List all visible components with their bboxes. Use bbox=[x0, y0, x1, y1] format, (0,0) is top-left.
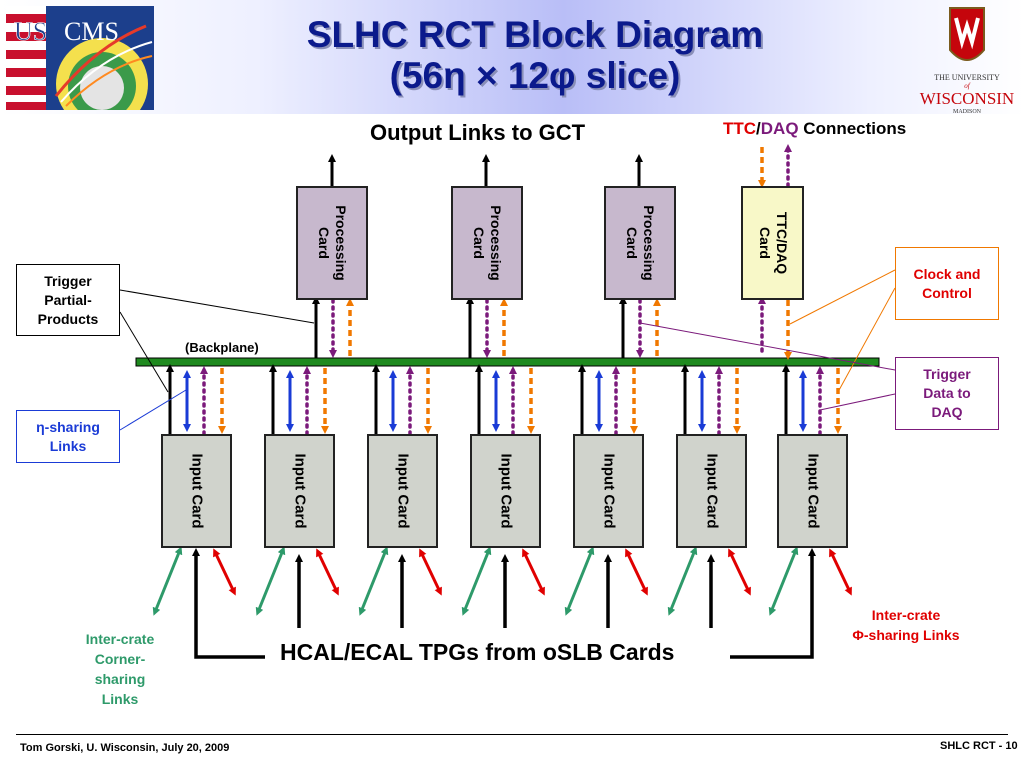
ttc-daq-card-line2: Card bbox=[756, 227, 773, 259]
eta-sharing-leader bbox=[119, 389, 187, 431]
inter-crate-phi-label: Inter-crate Φ-sharing Links bbox=[838, 605, 974, 645]
callout-line: Links bbox=[49, 437, 87, 454]
svg-text:THE UNIVERSITY: THE UNIVERSITY bbox=[934, 73, 1000, 82]
page-number: 10 bbox=[1005, 740, 1018, 752]
input-card-links-5 bbox=[578, 364, 638, 436]
callout-line: Clock and bbox=[913, 265, 981, 282]
uscms-logo: US CMS bbox=[6, 6, 154, 110]
input-card-label: Input Card bbox=[600, 453, 617, 529]
processing-card-line2: Card bbox=[471, 227, 487, 259]
daq-leader bbox=[639, 322, 896, 371]
label-line: Inter-crate bbox=[871, 607, 941, 623]
footer-divider bbox=[16, 734, 1008, 735]
label-line: sharing bbox=[94, 671, 146, 687]
partial-products-leader bbox=[119, 289, 315, 324]
processing-card-line2: Card bbox=[316, 227, 332, 259]
header-band bbox=[0, 0, 1024, 114]
input-card-label: Input Card bbox=[703, 453, 720, 529]
input-card-4: Input Card bbox=[470, 434, 541, 548]
proc-card-links-3 bbox=[619, 296, 661, 358]
footer-author: Tom Gorski, U. Wisconsin, July 20, 2009 bbox=[20, 742, 230, 754]
slash-label: / bbox=[756, 119, 761, 138]
input-card-links-3 bbox=[372, 364, 432, 436]
input-card-label: Input Card bbox=[394, 453, 411, 529]
clock-control-leader bbox=[789, 269, 896, 325]
label-line: Links bbox=[101, 691, 139, 707]
daq-label: DAQ bbox=[760, 119, 799, 138]
label-line: Corner- bbox=[94, 651, 146, 667]
title-line-1: SLHC RCT Block Diagram bbox=[306, 14, 764, 55]
svg-text:WISCONSIN: WISCONSIN bbox=[920, 89, 1014, 108]
input-card-6: Input Card bbox=[676, 434, 747, 548]
ttc-daq-card-label: TTC/DAQ Card bbox=[756, 212, 790, 274]
svg-text:US: US bbox=[14, 17, 47, 46]
connections-label: Connections bbox=[798, 119, 907, 138]
ttc-daq-card-line1: TTC/DAQ bbox=[773, 211, 790, 275]
input-card-label: Input Card bbox=[188, 453, 205, 529]
clock-control-callout: Clock and Control bbox=[895, 247, 999, 320]
proc-card-links-1 bbox=[312, 296, 354, 358]
ttc-card-links bbox=[758, 296, 792, 360]
callout-line: Partial- bbox=[44, 291, 92, 308]
svg-text:MADISON: MADISON bbox=[953, 109, 982, 115]
callout-line: Trigger bbox=[44, 272, 92, 289]
callout-line: Control bbox=[922, 284, 972, 301]
backplane-bar bbox=[135, 357, 880, 367]
processing-card-1: Processing Card bbox=[296, 186, 368, 300]
svg-text:CMS: CMS bbox=[64, 17, 119, 46]
processing-card-line1: Processing bbox=[488, 205, 504, 281]
input-card-label: Input Card bbox=[497, 453, 514, 529]
processing-card-3: Processing Card bbox=[604, 186, 676, 300]
trigger-partial-products-callout: Trigger Partial- Products bbox=[16, 264, 120, 336]
processing-card-label: Processing Card bbox=[315, 205, 349, 280]
page-title: SLHC RCT Block Diagram (56η × 12φ slice) bbox=[155, 14, 915, 96]
label-line: Inter-crate bbox=[85, 631, 155, 647]
input-card-label: Input Card bbox=[804, 453, 821, 529]
processing-card-label: Processing Card bbox=[623, 205, 657, 280]
ttc-daq-card: TTC/DAQ Card bbox=[741, 186, 804, 300]
eta-sharing-callout: η-sharing Links bbox=[16, 410, 120, 463]
inter-crate-corner-label: Inter-crate Corner- sharing Links bbox=[68, 629, 172, 709]
processing-card-2: Processing Card bbox=[451, 186, 523, 300]
input-card-label: Input Card bbox=[291, 453, 308, 529]
title-line-2: (56η × 12φ slice) bbox=[389, 55, 681, 96]
input-card-links-4 bbox=[475, 364, 535, 436]
callout-line: DAQ bbox=[931, 404, 963, 420]
processing-card-line1: Processing bbox=[333, 205, 349, 281]
daq-leader bbox=[819, 393, 896, 411]
ttc-daq-connections-label: TTC/DAQ Connections bbox=[723, 119, 906, 139]
input-card-1: Input Card bbox=[161, 434, 232, 548]
svg-text:of: of bbox=[964, 82, 971, 90]
callout-line: Data to bbox=[923, 385, 971, 401]
input-card-bottom-links bbox=[152, 546, 852, 659]
callout-line: η-sharing bbox=[36, 418, 100, 435]
label-line: Φ-sharing Links bbox=[852, 627, 960, 643]
processing-card-label: Processing Card bbox=[470, 205, 504, 280]
input-card-links-1 bbox=[166, 364, 226, 436]
backplane-label: (Backplane) bbox=[185, 340, 259, 355]
output-links-label: Output Links to GCT bbox=[370, 120, 586, 145]
input-card-links-2 bbox=[269, 364, 329, 436]
callout-line: Products bbox=[37, 310, 99, 327]
input-card-2: Input Card bbox=[264, 434, 335, 548]
footer-page: SHLC RCT - 10 bbox=[940, 740, 1018, 752]
input-card-5: Input Card bbox=[573, 434, 644, 548]
trigger-data-daq-callout: Trigger Data to DAQ bbox=[895, 357, 999, 430]
input-card-links-7 bbox=[782, 364, 842, 436]
callout-line: Trigger bbox=[923, 366, 971, 382]
processing-card-line1: Processing bbox=[641, 205, 657, 281]
proc-card-links-2 bbox=[466, 296, 508, 358]
ttc-label: TTC bbox=[723, 119, 757, 138]
input-card-3: Input Card bbox=[367, 434, 438, 548]
footer-page-prefix: SHLC RCT - bbox=[940, 740, 1006, 752]
processing-card-line2: Card bbox=[624, 227, 640, 259]
clock-control-leader bbox=[837, 287, 896, 393]
partial-products-leader bbox=[119, 311, 169, 393]
university-logo: THE UNIVERSITY of WISCONSIN MADISON bbox=[920, 7, 1014, 115]
hcal-ecal-label: HCAL/ECAL TPGs from oSLB Cards bbox=[280, 639, 675, 665]
input-card-links-6 bbox=[681, 364, 741, 436]
input-card-7: Input Card bbox=[777, 434, 848, 548]
